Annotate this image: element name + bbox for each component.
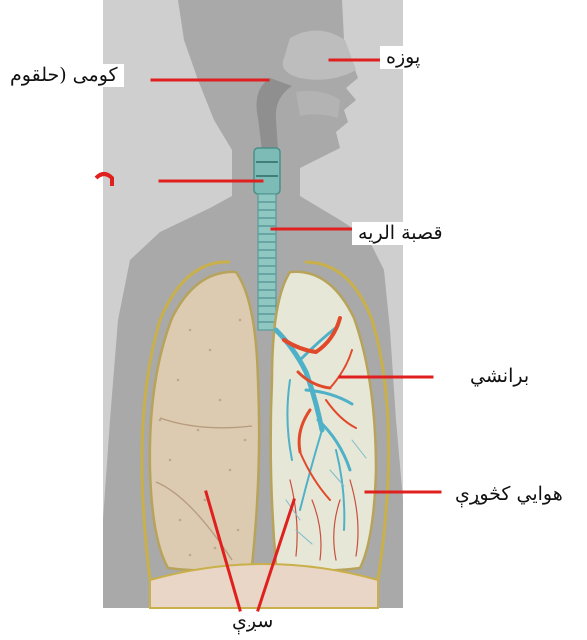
label-bronchi: برانشي [470,367,529,386]
label-lungs: سږې [232,612,273,631]
trachea [258,194,276,330]
larynx [254,148,280,194]
label-throat: کومی (حلقوم [4,64,124,87]
label-alveoli: هوايي کڅوړې [455,485,563,504]
label-nose: پوزه [380,46,426,69]
label-trachea: قصبة الريه [352,222,449,245]
